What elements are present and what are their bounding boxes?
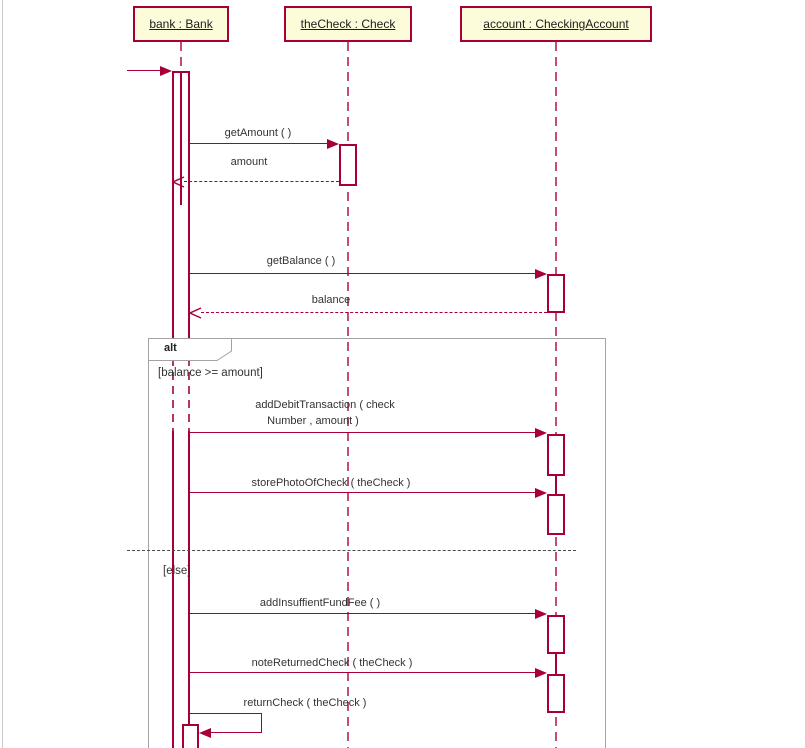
activation-bank-bottom[interactable] (172, 431, 190, 748)
activation-account-getbalance[interactable] (547, 274, 565, 313)
self-message-bottom-line (210, 732, 262, 733)
message-label-getamount[interactable]: getAmount ( ) (224, 127, 292, 139)
activation-account-notereturned[interactable] (547, 674, 565, 713)
sync-arrowhead-icon (535, 668, 547, 678)
sync-arrowhead-icon (327, 139, 339, 149)
message-line-insufficientfee[interactable] (190, 613, 536, 614)
message-label-returncheck[interactable]: returnCheck ( theCheck ) (243, 697, 367, 709)
sync-arrowhead-icon (535, 428, 547, 438)
message-label-balance-return[interactable]: balance (311, 294, 351, 306)
alt-fragment-frame[interactable] (148, 338, 606, 748)
window-border (2, 0, 3, 748)
message-label-getbalance[interactable]: getBalance ( ) (266, 255, 336, 267)
message-line-storephoto[interactable] (190, 492, 536, 493)
sync-arrowhead-icon (535, 488, 547, 498)
found-message-line[interactable] (127, 70, 161, 71)
message-line-getamount[interactable] (190, 143, 328, 144)
lifeline-head-account[interactable]: account : CheckingAccount (460, 6, 652, 42)
self-message-right-line (261, 713, 262, 733)
activation-thecheck-getamount[interactable] (339, 144, 357, 186)
guard-balance-ge-amount[interactable]: [balance >= amount] (158, 367, 263, 379)
lifeline-label: account : CheckingAccount (483, 17, 629, 31)
activation-bank-nested-edge (180, 71, 182, 205)
return-arrowhead-icon (172, 176, 185, 188)
activation-bank-returncheck[interactable] (182, 724, 199, 748)
alt-operand-separator (127, 550, 576, 551)
activation-account-storephoto[interactable] (547, 494, 565, 535)
message-line-getbalance[interactable] (190, 273, 536, 274)
message-label-adddebit-line1[interactable]: addDebitTransaction ( check (255, 399, 395, 411)
sync-arrowhead-icon (535, 269, 547, 279)
lifeline-thecheck[interactable] (347, 42, 349, 748)
lifeline-head-bank[interactable]: bank : Bank (133, 6, 229, 42)
message-line-balance-return[interactable] (201, 312, 547, 313)
activation-account-insufficientfee[interactable] (547, 615, 565, 654)
sync-arrowhead-icon (535, 609, 547, 619)
self-message-top-line[interactable] (190, 713, 262, 714)
activation-account-adddebit[interactable] (547, 434, 565, 476)
sync-arrowhead-icon (160, 66, 172, 76)
lifeline-head-thecheck[interactable]: theCheck : Check (284, 6, 412, 42)
message-label-adddebit-line2[interactable]: Number , amount ) (267, 415, 359, 427)
guard-else[interactable]: [else] (163, 565, 191, 577)
message-label-amount-return[interactable]: amount (230, 156, 268, 168)
lifeline-label: bank : Bank (149, 17, 213, 31)
message-label-notereturned[interactable]: noteReturnedCheck ( theCheck ) (251, 657, 413, 669)
message-line-adddebit[interactable] (190, 432, 536, 433)
alt-operator-label: alt (164, 342, 177, 354)
alt-operator-tab[interactable] (148, 338, 233, 362)
return-arrowhead-icon (189, 307, 202, 319)
message-label-storephoto[interactable]: storePhotoOfCheck ( theCheck ) (251, 477, 411, 489)
message-label-insufficientfee[interactable]: addInsuffientFundFee ( ) (259, 597, 381, 609)
activation-bank-suspended (172, 358, 190, 431)
lifeline-connector (555, 476, 557, 494)
message-line-amount-return[interactable] (184, 181, 339, 182)
lifeline-label: theCheck : Check (300, 17, 396, 31)
message-line-notereturned[interactable] (190, 672, 536, 673)
lifeline-account[interactable] (555, 42, 557, 748)
lifeline-connector (555, 654, 557, 674)
sync-arrowhead-left-icon (199, 728, 211, 738)
